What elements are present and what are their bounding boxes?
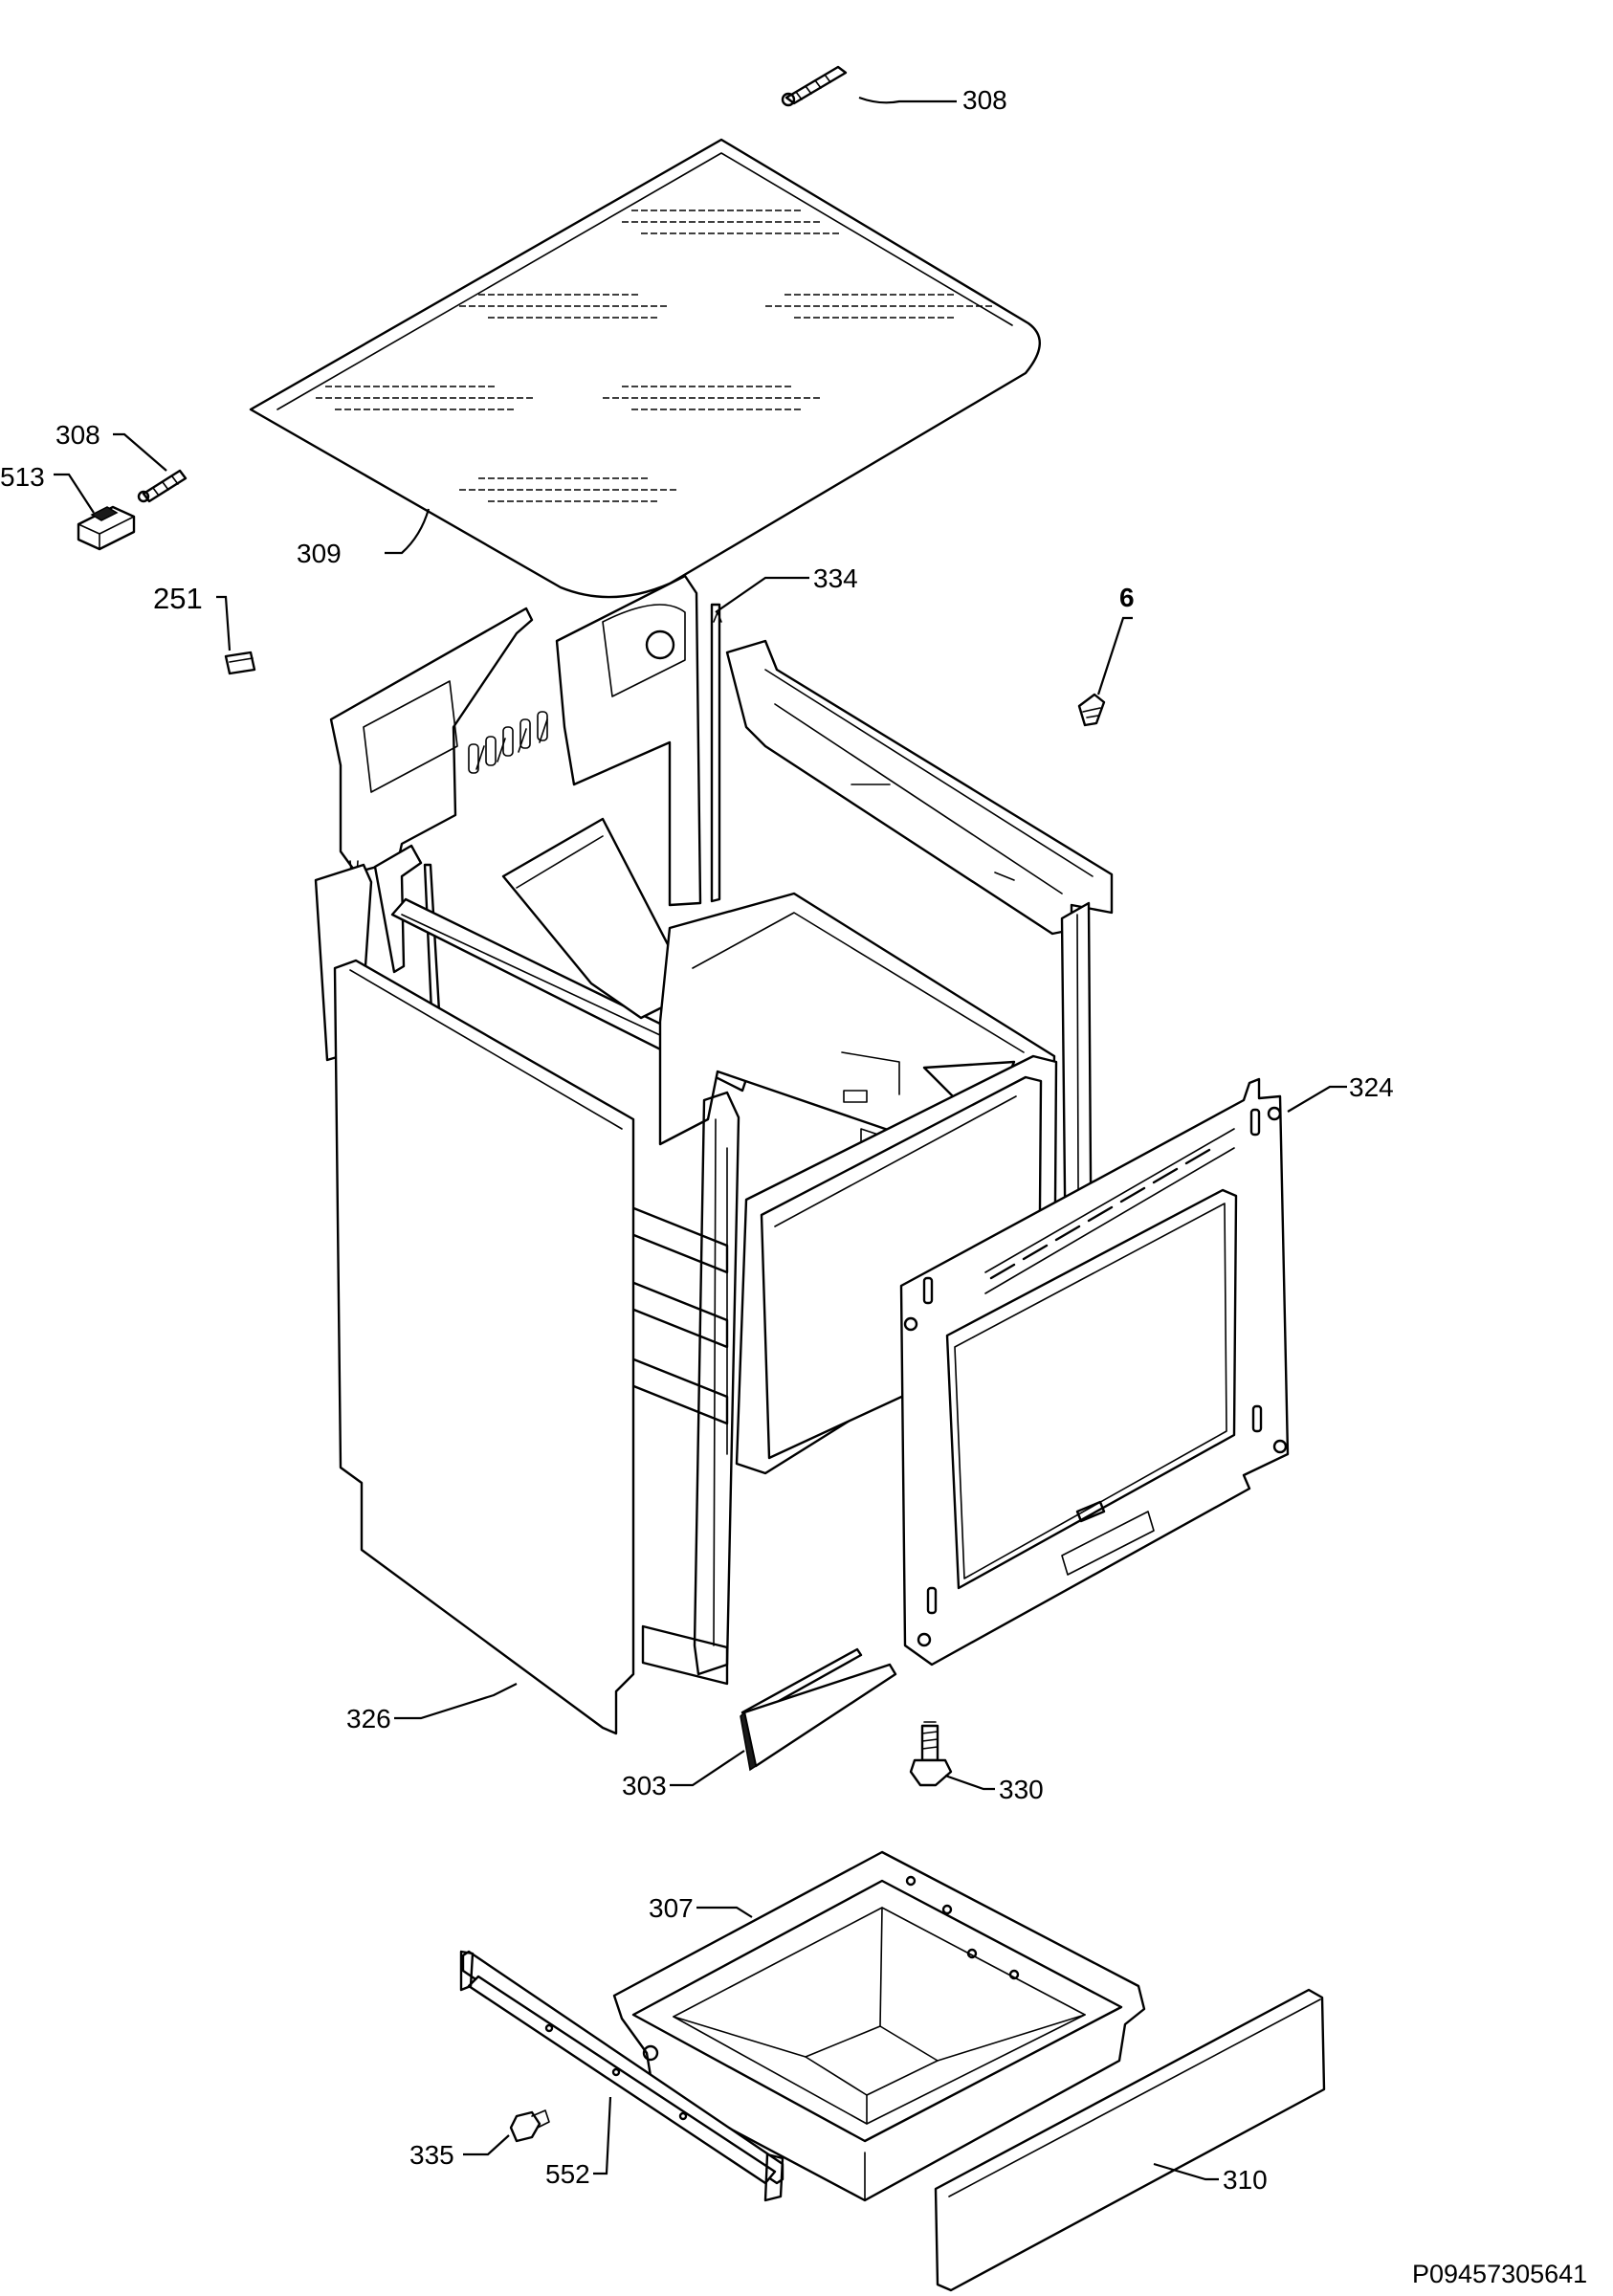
label-513: 513 xyxy=(0,462,45,492)
part-307-drawer xyxy=(612,1850,1146,2202)
label-303: 303 xyxy=(622,1771,667,1800)
label-324: 324 xyxy=(1349,1072,1394,1102)
part-324-door-frame xyxy=(899,1077,1290,1667)
part-303-strip xyxy=(740,1647,897,1772)
cabinet-top-rail xyxy=(725,639,1114,936)
label-335: 335 xyxy=(409,2140,454,2170)
part-326-side-panel xyxy=(333,959,635,1735)
label-307: 307 xyxy=(649,1893,694,1923)
label-308-side: 308 xyxy=(55,420,100,450)
label-6: 6 xyxy=(1119,583,1135,612)
part-513-bracket xyxy=(77,505,136,551)
part-330-adjustable-foot xyxy=(909,1721,953,1787)
part-308-top-screw xyxy=(781,65,848,107)
label-309: 309 xyxy=(297,539,342,568)
diagram-reference-number: P09457305641 xyxy=(1412,2260,1587,2288)
part-6-clamp xyxy=(1077,693,1106,727)
label-552: 552 xyxy=(545,2159,590,2189)
part-309-cover-plate xyxy=(249,138,1041,599)
label-330: 330 xyxy=(999,1775,1044,1804)
label-310: 310 xyxy=(1223,2165,1268,2195)
part-308-side-screw xyxy=(137,469,188,503)
label-251: 251 xyxy=(153,582,203,615)
part-335-screw xyxy=(509,2109,550,2143)
part-251-clip xyxy=(224,651,256,675)
label-326: 326 xyxy=(346,1704,391,1733)
part-552-runner xyxy=(459,1950,784,2202)
leader-lines xyxy=(54,432,1347,2181)
part-334-back-panel xyxy=(329,574,722,907)
label-334: 334 xyxy=(813,563,858,593)
part-310-drawer-front xyxy=(934,1988,1326,2292)
cabinet-left-inner-rails xyxy=(630,1091,740,1686)
part-labels: 308 308 513 309 251 334 6 324 326 303 33… xyxy=(0,85,1394,2195)
label-308-top: 308 xyxy=(962,85,1007,115)
